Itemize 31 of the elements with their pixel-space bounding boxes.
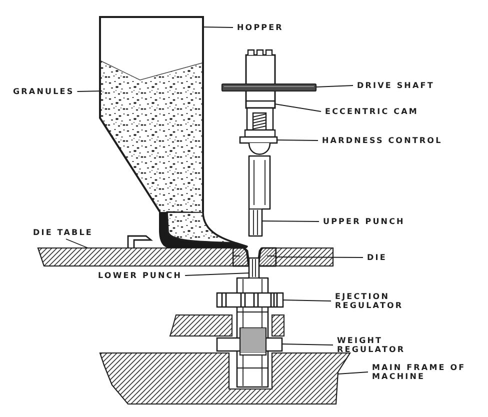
rotating-shaft-bar bbox=[221, 83, 317, 92]
leader-line bbox=[262, 220, 320, 222]
leader-line bbox=[76, 90, 102, 92]
leader-line bbox=[282, 344, 334, 346]
feed-bin-outline bbox=[99, 16, 204, 213]
part-label: WEIGHT REGULATOR bbox=[337, 336, 427, 354]
part-label: DRIVE SHAFT bbox=[357, 81, 434, 90]
leader-line bbox=[202, 26, 234, 28]
leader-line bbox=[276, 140, 318, 141]
leader-line bbox=[282, 300, 332, 302]
slotted-collar bbox=[216, 292, 284, 308]
part-label: MAIN FRAME OF MACHINE bbox=[372, 363, 484, 381]
screw-adjuster bbox=[239, 107, 278, 155]
hatched-table-plate bbox=[37, 246, 334, 268]
leader-line bbox=[66, 238, 88, 248]
part-label: ECCENTRIC CAM bbox=[325, 107, 418, 116]
part-label: HARDNESS CONTROL bbox=[322, 136, 442, 145]
hatched-base-block bbox=[99, 352, 351, 405]
part-label: DIE TABLE bbox=[33, 228, 93, 237]
powder-fill bbox=[100, 60, 202, 212]
part-label: DIE bbox=[367, 253, 387, 262]
leader-line bbox=[276, 256, 364, 258]
threaded-nut bbox=[216, 327, 283, 356]
part-label: GRANULES bbox=[13, 87, 74, 96]
part-label: HOPPER bbox=[237, 23, 284, 32]
part-label: EJECTION REGULATOR bbox=[335, 292, 425, 310]
leader-line bbox=[316, 85, 354, 88]
part-label: LOWER PUNCH bbox=[98, 271, 182, 280]
leader-line bbox=[338, 372, 368, 374]
part-label: UPPER PUNCH bbox=[323, 217, 405, 226]
leader-line bbox=[274, 104, 322, 112]
